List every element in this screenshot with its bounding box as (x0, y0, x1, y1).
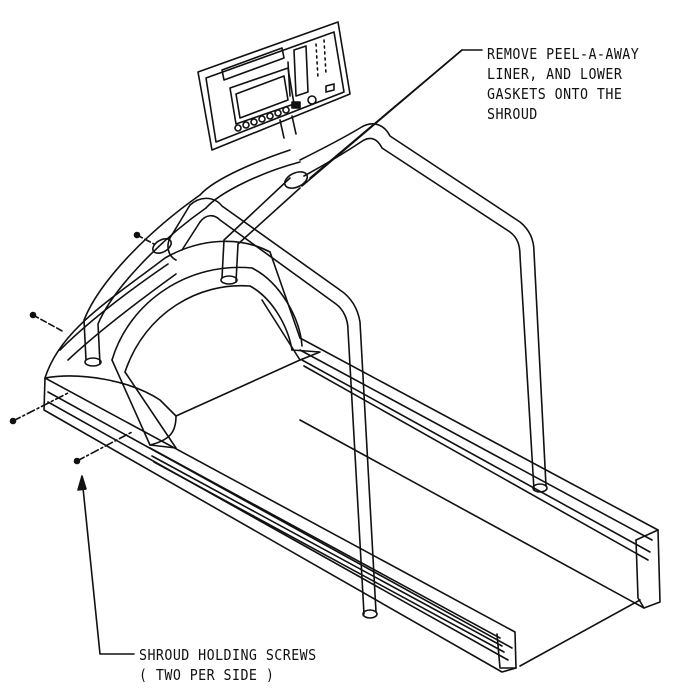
leader-line-screws (77, 475, 135, 655)
console-buttons (234, 95, 317, 132)
uprights (83, 149, 301, 367)
shroud-screws (9, 231, 155, 465)
screw-icon (73, 431, 133, 465)
screws-callout-line-1: SHROUD HOLDING SCREWS (139, 646, 317, 664)
gasket-callout-line-2: LINER, AND LOWER (487, 65, 623, 83)
gasket-callout-line-1: REMOVE PEEL-A-AWAY (487, 45, 640, 63)
screws-callout-line-2: ( TWO PER SIDE ) (139, 666, 275, 684)
screw-icon (29, 311, 65, 333)
screws-callout: SHROUD HOLDING SCREWS ( TWO PER SIDE ) (139, 645, 317, 685)
handrails (167, 123, 548, 619)
gasket-callout-line-3: GASKETS ONTO THE (487, 85, 623, 103)
leader-line-gaskets (301, 49, 483, 187)
screw-icon (133, 231, 155, 245)
arrowhead-icon (77, 475, 87, 491)
display-console (197, 21, 351, 151)
gasket-instruction-callout: REMOVE PEEL-A-AWAY LINER, AND LOWER GASK… (487, 44, 639, 124)
gasket-callout-line-4: SHROUD (487, 105, 538, 123)
motor-shroud (44, 240, 321, 449)
screw-icon (9, 391, 71, 425)
handrail-gaskets (152, 171, 309, 255)
